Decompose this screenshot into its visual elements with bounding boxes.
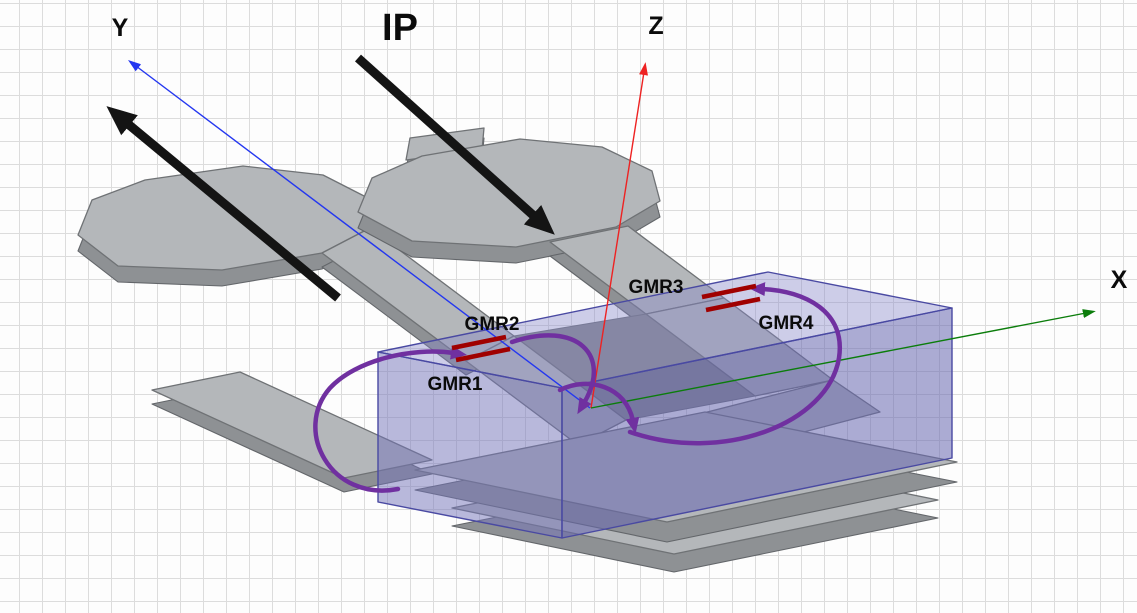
gmr4-label: GMR4: [759, 313, 814, 334]
gmr4-mark: [705, 296, 761, 313]
labels: IP Y Z X GMR1 GMR2 GMR3 GMR4: [112, 7, 1128, 395]
gmr3-mark: [701, 283, 757, 300]
field-arrows: [313, 282, 843, 493]
y-axis-line: [128, 59, 591, 409]
gmr3-label: GMR3: [629, 277, 684, 298]
gmr2-mark: [455, 346, 511, 363]
z-axis-line: [590, 62, 648, 409]
current-arrow-out: [106, 106, 341, 302]
ip-current-label: IP: [382, 7, 418, 49]
current-arrow-in: [354, 54, 555, 235]
gmr1-mark: [451, 334, 507, 351]
x-axis-label: X: [1111, 266, 1128, 294]
y-axis-label: Y: [112, 14, 129, 42]
gmr-marks: [451, 283, 761, 363]
z-axis-label: Z: [648, 12, 663, 40]
gmr2-label: GMR2: [465, 314, 520, 335]
field-arc-right-loop: [627, 282, 843, 446]
field-arc-center-left: [509, 333, 597, 415]
field-arc-center-right: [557, 381, 640, 434]
field-arc-left-loop: [313, 345, 467, 493]
gmr1-label: GMR1: [428, 374, 483, 395]
current-arrows: [106, 54, 555, 302]
